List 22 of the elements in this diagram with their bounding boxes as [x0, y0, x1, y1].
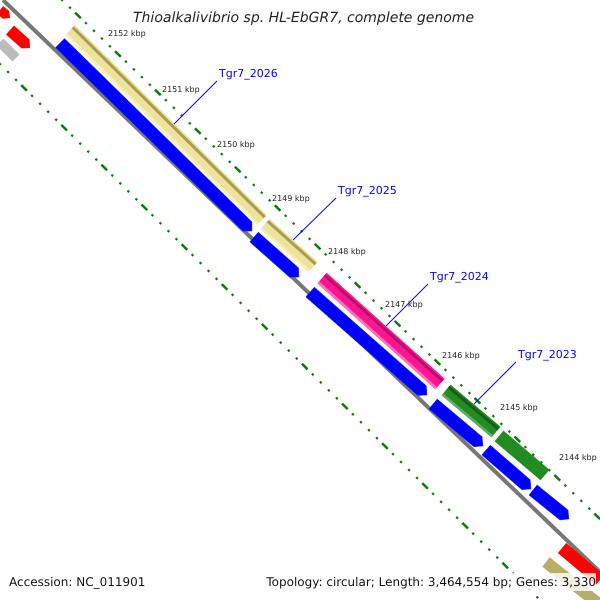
position-label: 2150 kbp — [217, 140, 255, 150]
title: Thioalkalivibrio sp. HL-EbGR7, complete genome — [133, 9, 474, 28]
leader-line — [174, 80, 218, 124]
gene-bar — [260, 218, 318, 272]
position-label: 2148 kbp — [328, 247, 366, 257]
genome-info-text: Topology: circular; Length: 3,464,554 bp; Genes: 3,330 — [266, 573, 596, 591]
leader-line — [292, 198, 336, 240]
leader-line — [474, 362, 516, 404]
leader-line — [386, 284, 428, 326]
position-label: 2146 kbp — [442, 351, 480, 361]
gene-label: Tgr7_2023 — [518, 348, 577, 362]
gene-label: Tgr7_2025 — [338, 184, 397, 198]
gene-label: Tgr7_2026 — [219, 67, 278, 81]
position-label: 2144 kbp — [559, 453, 597, 463]
gene-label: Tgr7_2024 — [430, 270, 489, 284]
position-label: 2145 kbp — [500, 403, 538, 413]
position-label: 2147 kbp — [385, 300, 423, 310]
gene-bar — [442, 384, 500, 438]
position-label: 2152 kbp — [108, 29, 146, 39]
accession-text: Accession: NC_011901 — [9, 574, 146, 591]
position-label: 2149 kbp — [272, 194, 310, 204]
position-label: 2151 kbp — [162, 85, 200, 95]
